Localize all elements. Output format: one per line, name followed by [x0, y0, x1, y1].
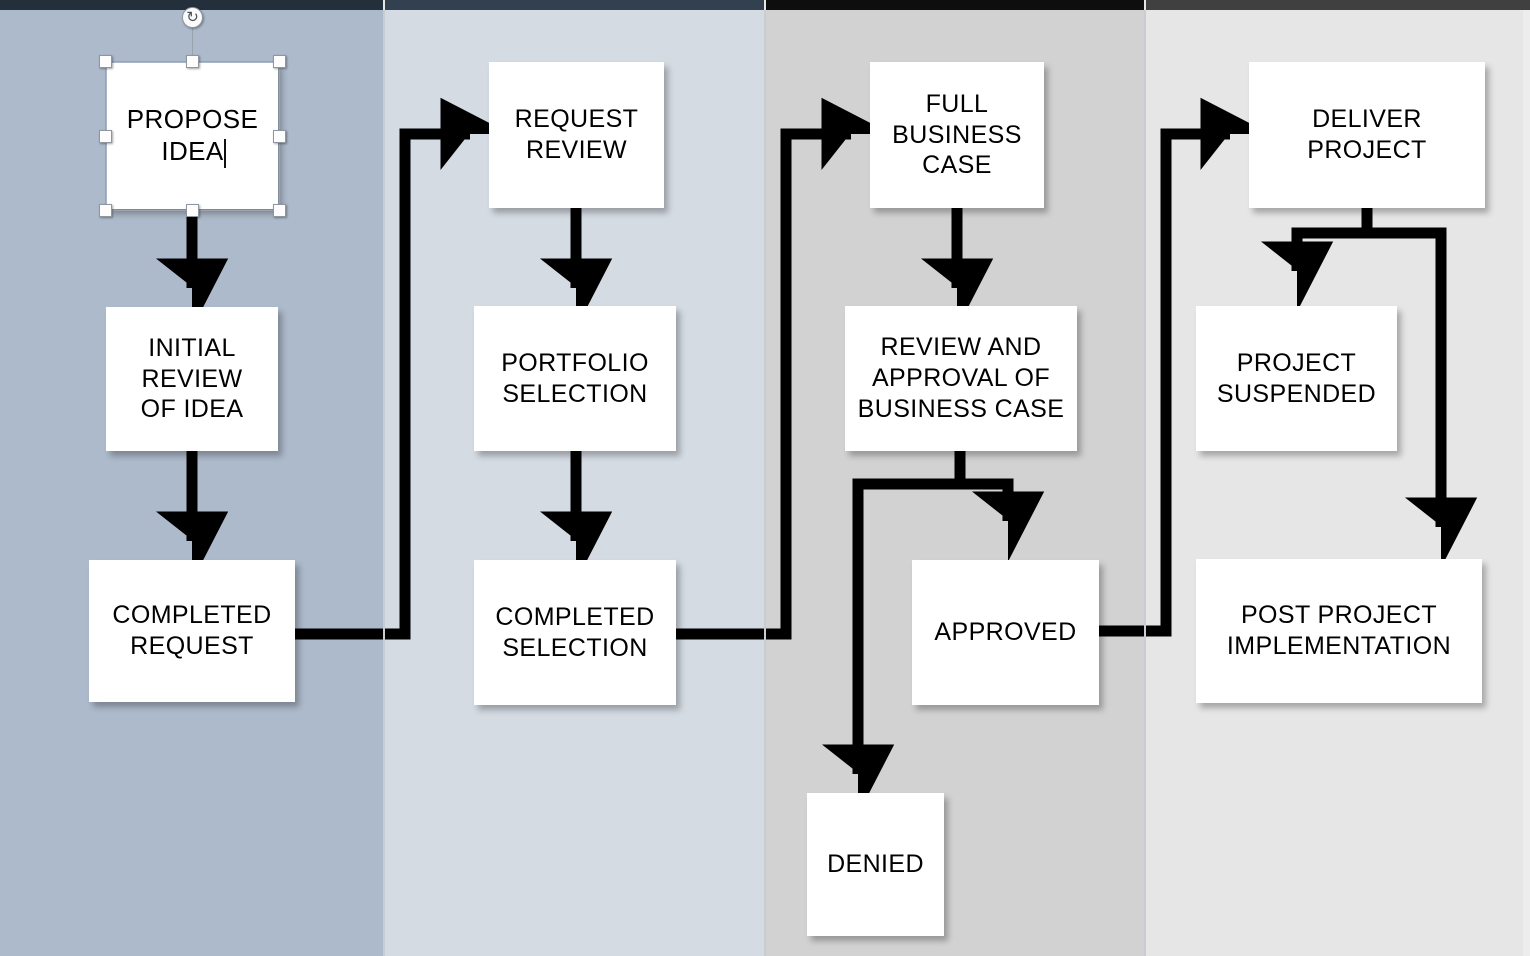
resize-handle-middle-right[interactable]: [273, 130, 286, 143]
node-denied[interactable]: DENIED: [807, 793, 944, 936]
swimlane-3-header: [766, 0, 1144, 10]
selection-frame: [105, 61, 280, 211]
resize-handle-top-right[interactable]: [273, 55, 286, 68]
node-denied-label: DENIED: [827, 850, 924, 879]
node-approved[interactable]: APPROVED: [912, 560, 1099, 705]
lane-seam-1: [383, 10, 385, 956]
resize-handle-middle-left[interactable]: [99, 130, 112, 143]
swimlane-4-header: [1146, 0, 1530, 10]
rotate-icon[interactable]: ↻: [182, 7, 203, 28]
swimlane-1-header: [0, 0, 383, 10]
node-approved-label: APPROVED: [934, 618, 1077, 647]
text-caret: [224, 139, 226, 168]
lane-seam-3: [1144, 10, 1146, 956]
swimlane-2-header: [385, 0, 764, 10]
lane-seam-2: [764, 10, 766, 956]
resize-handle-top-left[interactable]: [99, 55, 112, 68]
rotate-glyph: ↻: [186, 9, 199, 26]
resize-handle-top-center[interactable]: [186, 55, 199, 68]
canvas-right-edge: [1523, 10, 1530, 956]
rotate-handle-stem: [192, 28, 193, 61]
resize-handle-bottom-center[interactable]: [186, 204, 199, 217]
resize-handle-bottom-left[interactable]: [99, 204, 112, 217]
resize-handle-bottom-right[interactable]: [273, 204, 286, 217]
